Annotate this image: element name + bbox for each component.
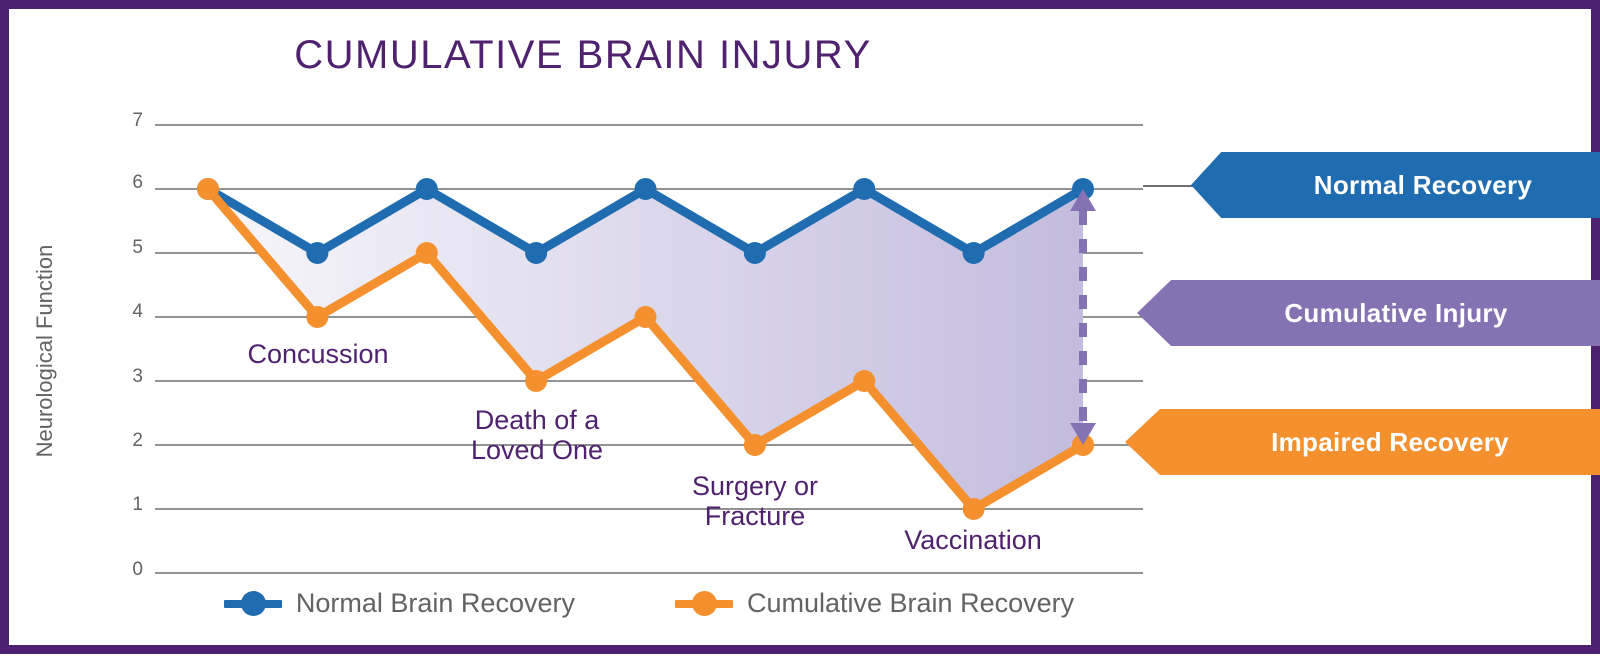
callout-cumulative-injury[interactable]: Cumulative Injury (1137, 280, 1600, 346)
y-tick-3: 3 (132, 366, 143, 387)
legend-item-normal-brain-recovery[interactable]: Normal Brain Recovery (223, 588, 575, 619)
annotation-death-line-1: Death of a (474, 405, 600, 435)
callout-impaired-recovery[interactable]: Impaired Recovery (1125, 409, 1600, 475)
y-tick-4: 4 (132, 301, 143, 322)
callout-leader-normal (1143, 185, 1203, 187)
y-tick-5: 5 (132, 237, 143, 258)
cumulative-recovery-markers (197, 178, 1094, 520)
legend-item-cumulative-brain-recovery[interactable]: Cumulative Brain Recovery (674, 588, 1075, 619)
cumulative-injury-area (208, 189, 1083, 509)
legend-marker-blue (223, 590, 282, 617)
y-tick-2: 2 (132, 430, 143, 451)
legend-marker-orange (674, 590, 733, 617)
legend-label-normal-brain-recovery: Normal Brain Recovery (295, 588, 575, 618)
annotation-surgery-line-1: Surgery or (691, 471, 819, 501)
legend-label-cumulative-brain-recovery: Cumulative Brain Recovery (746, 588, 1075, 618)
chart-canvas: CUMULATIVE BRAIN INJURY Neurological Fun… (13, 13, 1600, 641)
annotation-death-line-2: Loved One (470, 435, 604, 466)
annotation-concussion: Concussion (247, 339, 389, 369)
y-tick-7: 7 (132, 110, 143, 131)
annotation-death-of-a-loved-one: Death of a Loved One (471, 405, 603, 465)
page-title: CUMULATIVE BRAIN INJURY (294, 33, 872, 77)
annotation-vaccination: Vaccination (904, 525, 1042, 555)
y-tick-6: 6 (132, 172, 143, 193)
annotation-surgery-or-fracture: Surgery or Fracture (692, 471, 818, 531)
y-tick-1: 1 (132, 494, 143, 515)
cumulative-injury-gap-arrow (1070, 189, 1096, 445)
annotation-surgery-line-2: Fracture (704, 501, 806, 532)
plot-area (155, 124, 1143, 574)
y-tick-0: 0 (132, 559, 143, 580)
callout-normal-recovery[interactable]: Normal Recovery (1191, 152, 1600, 218)
chart-legend: Normal Brain Recovery Cumulative Brain R… (155, 588, 1143, 619)
